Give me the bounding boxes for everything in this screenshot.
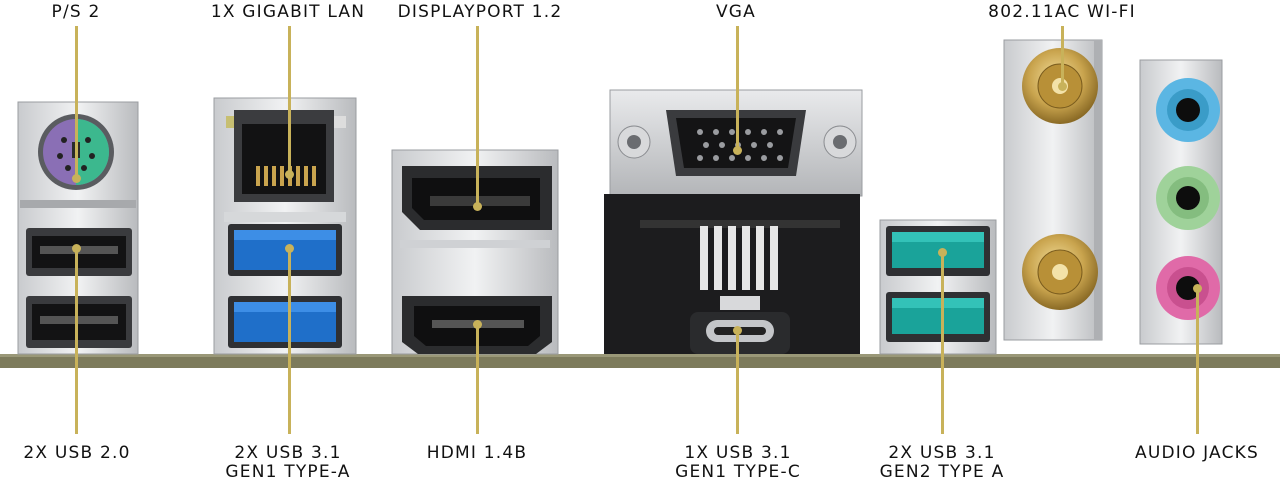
label-usb31g2-line2: GEN2 TYPE A <box>879 462 1005 482</box>
label-usb31a-line1: 2X USB 3.1 <box>234 443 342 463</box>
leader-usbc <box>736 330 739 434</box>
usb-port-icon[interactable] <box>26 296 132 348</box>
label-wifi: 802.11AC WI-FI <box>988 2 1136 22</box>
audio-jack-icon[interactable] <box>1156 256 1220 320</box>
label-displayport: DISPLAYPORT 1.2 <box>397 2 563 22</box>
audio-jack-icon[interactable] <box>1156 78 1220 142</box>
label-lan: 1X GIGABIT LAN <box>210 2 366 22</box>
leader-audio <box>1196 288 1199 434</box>
label-usb20: 2X USB 2.0 <box>23 443 131 463</box>
label-ps2: P/S 2 <box>51 2 101 22</box>
label-audio: AUDIO JACKS <box>1134 443 1259 463</box>
ethernet-port-icon[interactable] <box>234 110 334 202</box>
usb31-gen2-stack <box>879 219 997 355</box>
label-usbc-line2: GEN1 TYPE-C <box>675 462 801 482</box>
label-usb31a-line2: GEN1 TYPE-A <box>225 462 351 482</box>
label-vga: VGA <box>715 2 757 22</box>
usb-port-icon[interactable] <box>886 226 990 276</box>
lan-usb31-stack <box>213 97 357 355</box>
leader-vga <box>736 26 739 150</box>
leader-hdmi <box>476 324 479 434</box>
vga-usbc-stack <box>604 89 863 354</box>
leader-usb31a <box>288 248 291 434</box>
audio-jack-icon[interactable] <box>1156 166 1220 230</box>
audio-stack <box>1139 59 1223 345</box>
wifi-antenna-icon[interactable] <box>1022 234 1098 310</box>
leader-ps2 <box>75 26 78 178</box>
label-hdmi: HDMI 1.4B <box>426 443 528 463</box>
label-usb31g2-line1: 2X USB 3.1 <box>888 443 996 463</box>
ps2-usb20-stack <box>17 101 139 355</box>
leader-lan <box>288 26 291 174</box>
usb-port-icon[interactable] <box>228 296 342 348</box>
leader-wifi <box>1061 26 1064 86</box>
usb-port-icon[interactable] <box>886 292 990 342</box>
leader-usb20 <box>75 248 78 434</box>
label-usbc-line1: 1X USB 3.1 <box>684 443 792 463</box>
pcb-strip <box>0 354 1280 368</box>
wifi-module <box>1003 39 1103 341</box>
leader-displayport <box>476 26 479 206</box>
leader-usb31g2 <box>941 252 944 434</box>
